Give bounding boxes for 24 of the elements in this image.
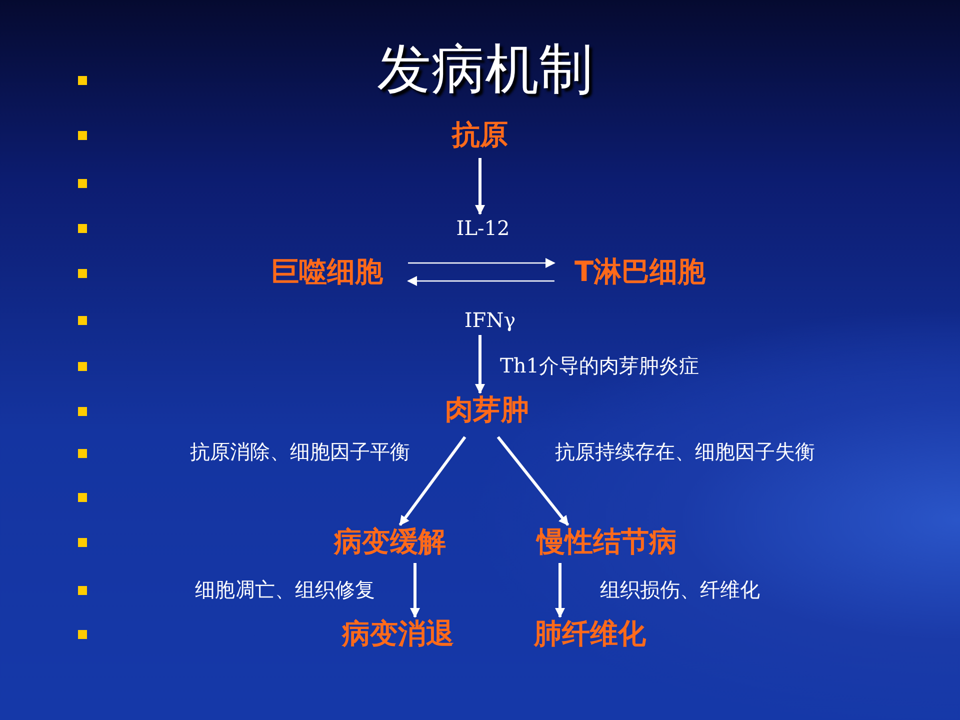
- arrow: [407, 276, 554, 286]
- edge-label: 组织损伤、纤维化: [600, 576, 760, 604]
- node-label: 慢性结节病: [537, 523, 677, 561]
- arrow: [398, 436, 466, 526]
- text-label: IFNγ: [464, 308, 516, 332]
- edge-label: 抗原消除、细胞因子平衡: [190, 438, 410, 466]
- arrow: [475, 335, 485, 394]
- node-label: 病变消退: [342, 615, 454, 653]
- edge-label: Th1介导的肉芽肿炎症: [500, 352, 699, 380]
- arrow: [475, 158, 485, 215]
- arrow: [408, 258, 556, 268]
- arrow: [555, 563, 565, 618]
- arrow: [496, 436, 570, 526]
- node-label: 肺纤维化: [534, 615, 646, 653]
- node-label: 巨噬细胞: [271, 253, 383, 291]
- edge-label: 细胞凋亡、组织修复: [195, 576, 375, 604]
- node-label: 病变缓解: [334, 523, 446, 561]
- text-label: IL-12: [456, 216, 510, 240]
- arrow: [410, 563, 420, 618]
- node-label: 抗原: [452, 116, 508, 154]
- node-label: T淋巴细胞: [574, 253, 706, 291]
- edge-label: 抗原持续存在、细胞因子失衡: [555, 438, 815, 466]
- title: 发病机制: [377, 36, 593, 102]
- node-label: 肉芽肿: [445, 391, 529, 429]
